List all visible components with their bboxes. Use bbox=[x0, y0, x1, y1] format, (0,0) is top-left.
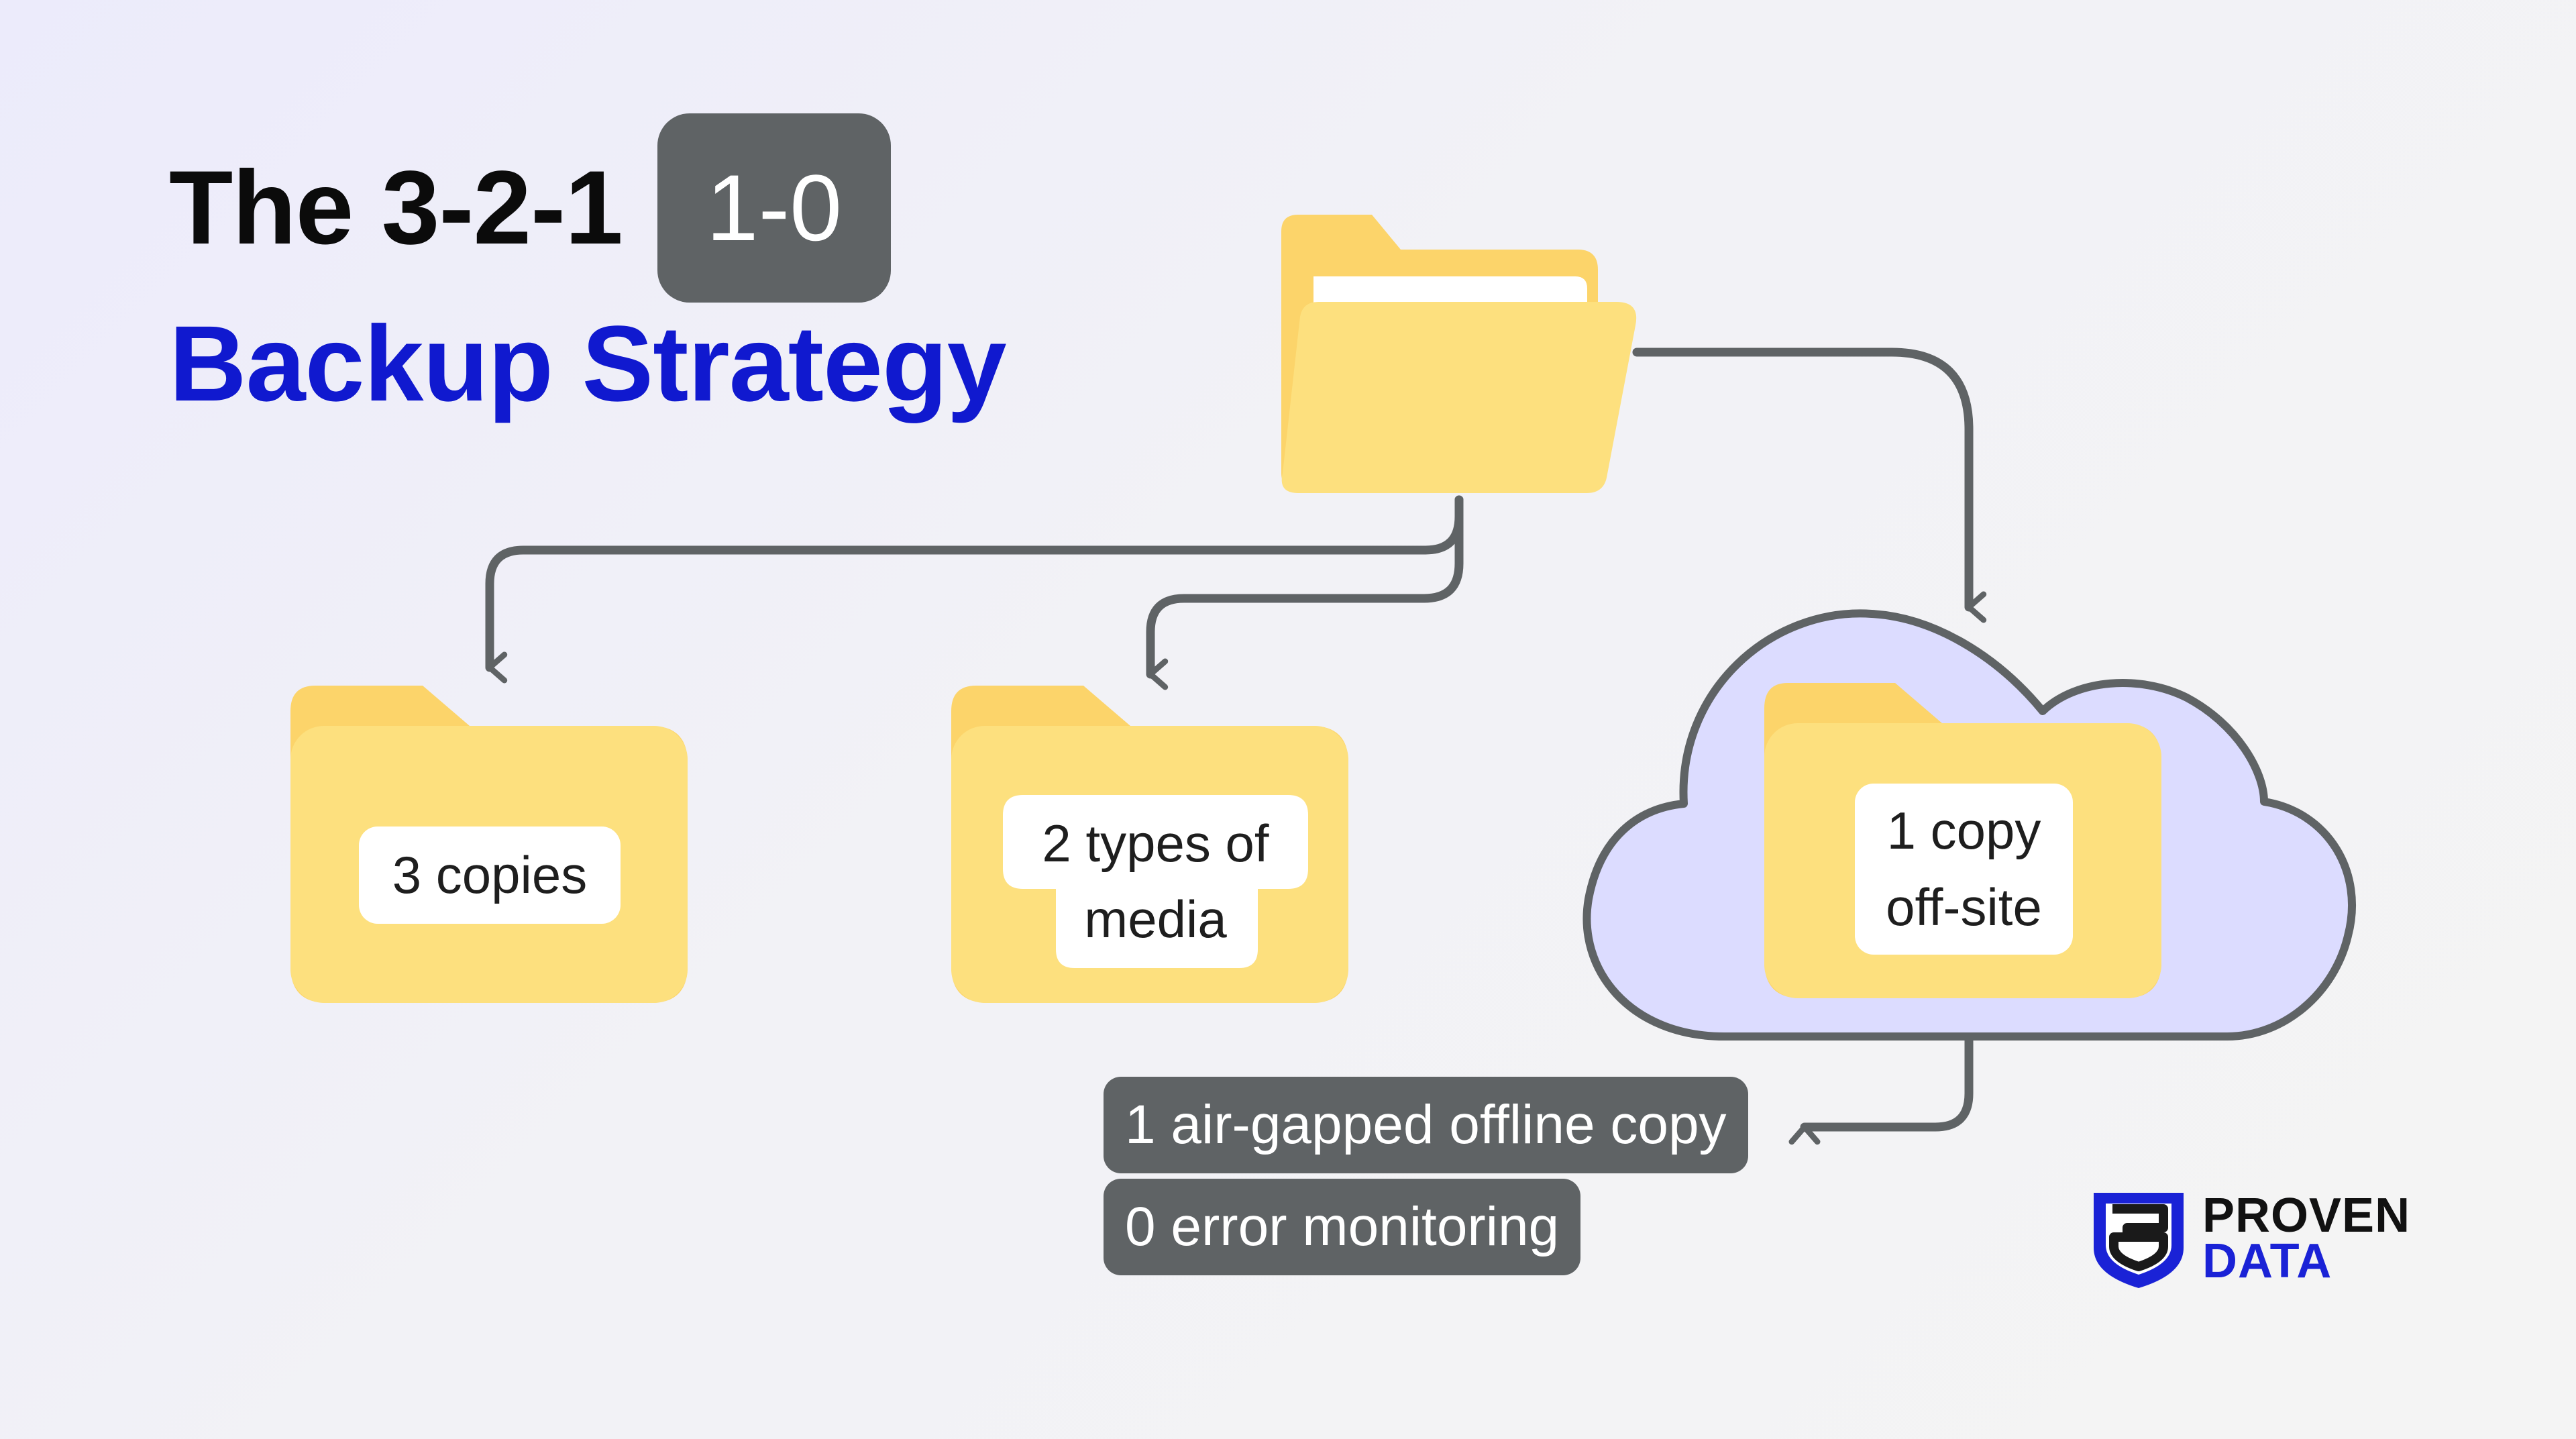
title-line-1: The 3-2-1 1-0 bbox=[169, 113, 891, 303]
connectors bbox=[485, 348, 1987, 1145]
arrow-to-airgapped bbox=[1788, 1035, 1974, 1145]
title-line-2: Backup Strategy bbox=[169, 303, 1007, 423]
copies-text: 3 copies bbox=[392, 845, 588, 904]
airgapped-pill: 1 air-gapped offline copy bbox=[1104, 1077, 1748, 1173]
title-prefix: The 3-2-1 bbox=[169, 149, 623, 266]
title-badge: 1-0 bbox=[657, 113, 891, 303]
arrow-to-media bbox=[1146, 495, 1464, 690]
copies-folder-icon bbox=[290, 686, 688, 1003]
arrow-to-copies bbox=[485, 495, 1464, 684]
proven-data-logo: PROVEN DATA bbox=[2085, 1187, 2434, 1288]
offsite-text-line-1: 1 copy bbox=[1886, 801, 2041, 861]
media-text-line-2: media bbox=[1084, 890, 1227, 949]
media-label: 2 types of media bbox=[1003, 795, 1308, 968]
offsite-text-line-2: off-site bbox=[1886, 877, 2042, 937]
media-text-line-1: 2 types of bbox=[1042, 813, 1269, 873]
arrow-to-cloud bbox=[1632, 348, 1987, 623]
copies-label: 3 copies bbox=[359, 827, 621, 924]
monitoring-pill: 0 error monitoring bbox=[1104, 1179, 1581, 1275]
offsite-label: 1 copy off-site bbox=[1855, 784, 2073, 955]
source-folder-icon bbox=[1281, 215, 1637, 493]
logo-wordmark: PROVEN DATA bbox=[2202, 1189, 2411, 1289]
logo-line-2: DATA bbox=[2202, 1234, 2332, 1289]
media-folder-icon bbox=[951, 686, 1348, 1003]
shield-logo-icon bbox=[2094, 1193, 2184, 1288]
logo-line-1: PROVEN bbox=[2202, 1189, 2411, 1242]
offsite-folder-icon bbox=[1764, 683, 2161, 998]
